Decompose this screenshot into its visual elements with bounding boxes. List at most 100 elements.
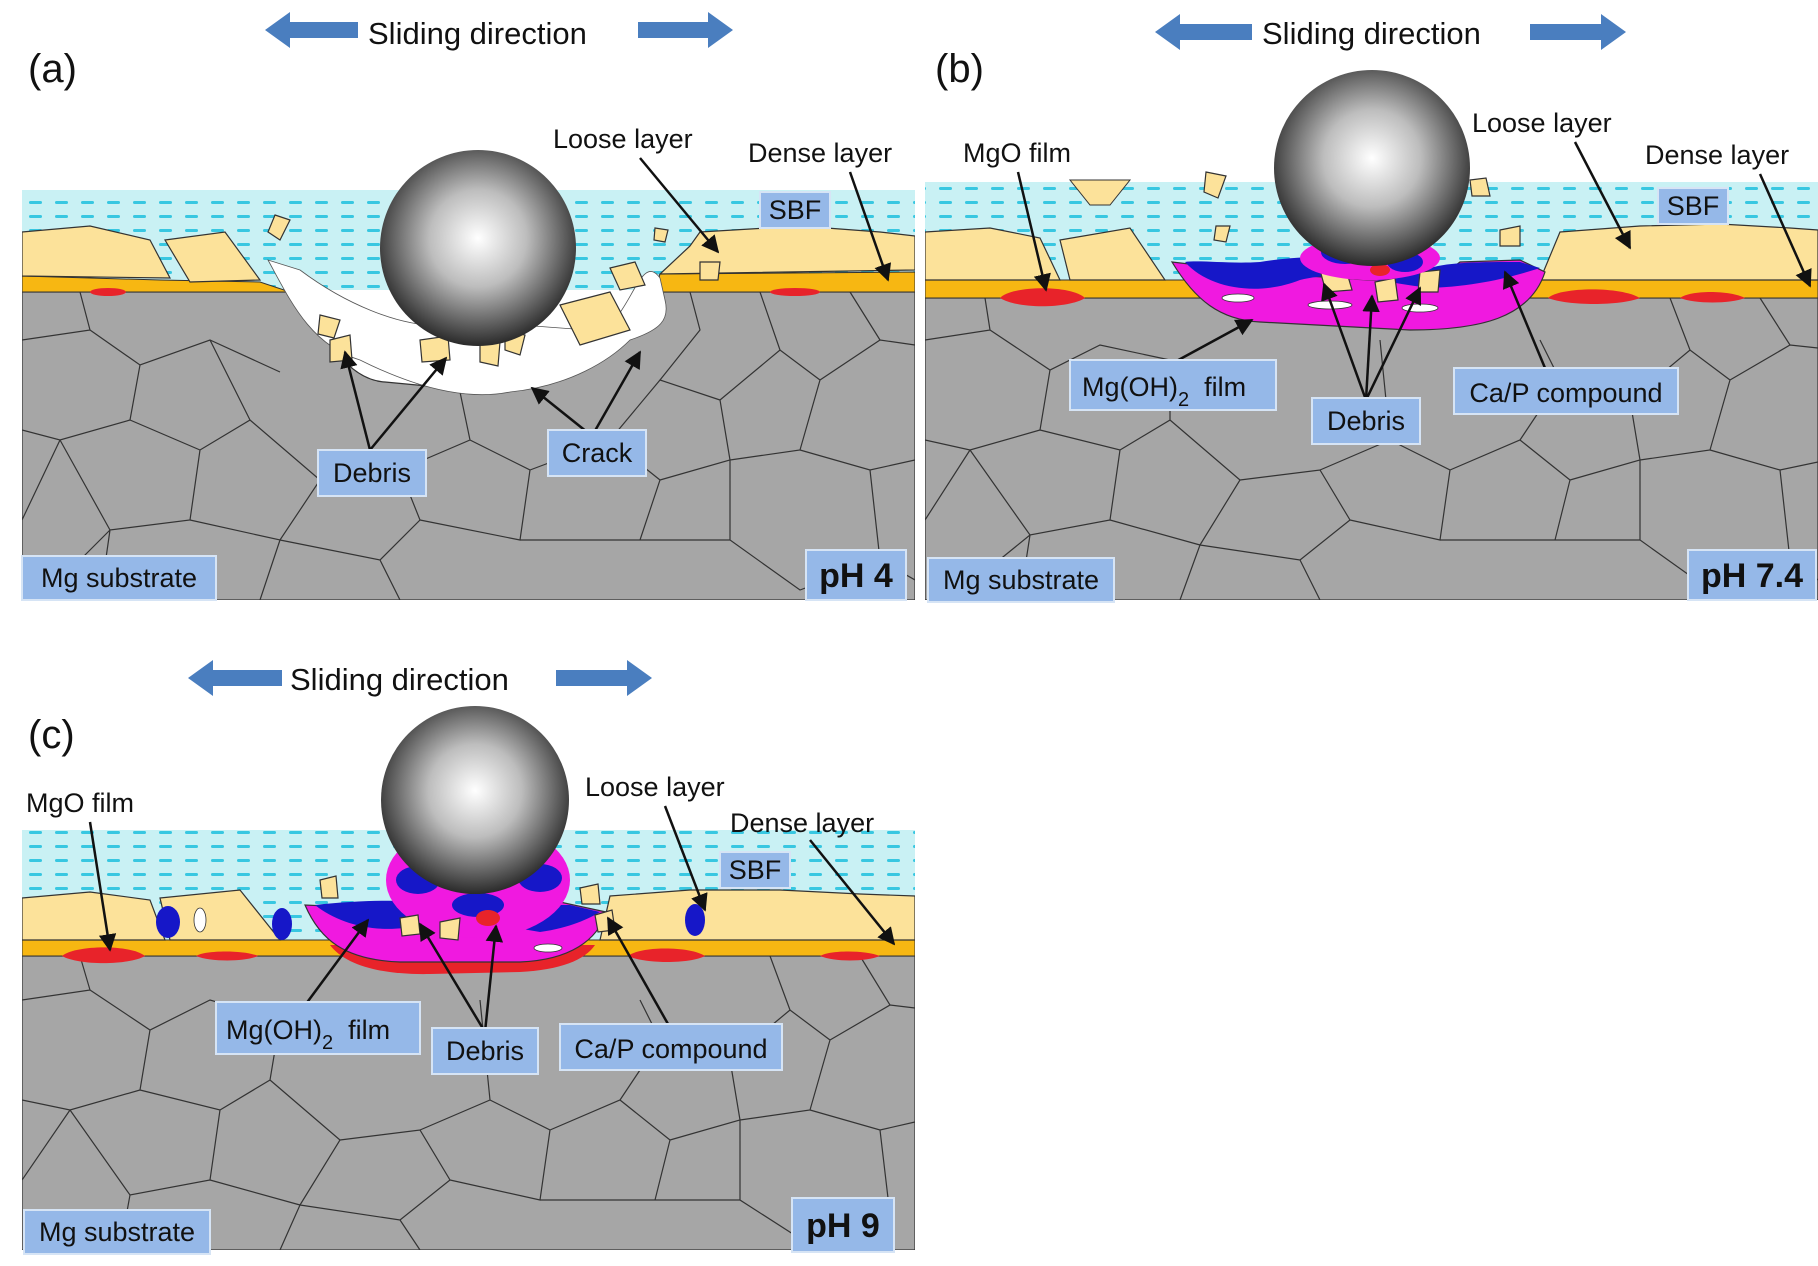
loose-layer-label: Loose layer bbox=[585, 772, 725, 802]
ph-label: pH 9 bbox=[791, 1197, 895, 1253]
dense-layer-label: Dense layer bbox=[1645, 140, 1789, 170]
svg-text:Ca/P compound: Ca/P compound bbox=[1469, 378, 1662, 408]
svg-text:Debris: Debris bbox=[1327, 406, 1405, 436]
mgo-film bbox=[820, 951, 880, 961]
ca-p-compound bbox=[272, 908, 292, 940]
dense-layer bbox=[22, 275, 291, 293]
debris-label: Debris bbox=[317, 449, 427, 497]
pointer-arrow-icon bbox=[663, 805, 708, 912]
mgo-spot bbox=[476, 910, 500, 926]
mgo-film bbox=[628, 948, 705, 962]
loose-layer bbox=[599, 889, 915, 941]
mgo-film bbox=[62, 947, 145, 964]
svg-text:SBF: SBF bbox=[769, 195, 822, 225]
svg-text:Mg(OH)2 film: Mg(OH)2 film bbox=[1082, 372, 1246, 411]
ca-p-compound bbox=[156, 906, 180, 938]
sbf-label: SBF bbox=[719, 851, 791, 889]
dense-layer-label: Dense layer bbox=[730, 808, 874, 838]
pointer-arrow-icon bbox=[809, 839, 896, 946]
mgo-film-label: MgO film bbox=[963, 138, 1071, 168]
mgo-film bbox=[1000, 288, 1085, 307]
loose-layer bbox=[1539, 223, 1818, 281]
sbf-label: SBF bbox=[1657, 187, 1729, 225]
mgo-film bbox=[196, 951, 258, 961]
right-arrow-icon bbox=[638, 12, 733, 48]
loose-layer bbox=[925, 227, 1061, 281]
mg-substrate-label: Mg substrate bbox=[21, 555, 217, 601]
steel-ball-icon bbox=[381, 706, 569, 894]
debris-label: Debris bbox=[1311, 397, 1421, 445]
panel-a-letter: (a) bbox=[28, 47, 77, 91]
debris-particles bbox=[267, 214, 721, 367]
panel-a: (a) Sliding direction bbox=[21, 12, 915, 601]
pointer-arrow-icon bbox=[1758, 173, 1812, 288]
ph-label: pH 4 bbox=[805, 549, 907, 601]
mgo-spot bbox=[770, 288, 820, 296]
pointer-arrow-icon bbox=[1362, 294, 1380, 401]
loose-layer-label: Loose layer bbox=[553, 124, 693, 154]
loose-layer bbox=[164, 231, 262, 283]
grain-boundaries bbox=[925, 297, 1818, 600]
svg-text:Debris: Debris bbox=[333, 458, 411, 488]
pointer-arrow-icon bbox=[639, 157, 720, 254]
steel-ball-icon bbox=[380, 150, 576, 346]
loose-layer bbox=[1059, 227, 1167, 281]
loose-layer bbox=[22, 225, 172, 279]
loose-layer bbox=[1068, 179, 1132, 206]
svg-text:pH 4: pH 4 bbox=[819, 557, 893, 595]
right-arrow-icon bbox=[556, 660, 652, 696]
sliding-direction-label: Sliding direction bbox=[290, 662, 509, 697]
pointer-arrow-icon bbox=[483, 924, 504, 1033]
panel-c-sliding-direction: Sliding direction bbox=[188, 660, 652, 697]
right-arrow-icon bbox=[1530, 14, 1626, 50]
pointer-arrow-icon bbox=[1364, 286, 1422, 401]
pointer-arrow-icon bbox=[1016, 171, 1051, 292]
pointer-arrow-icon bbox=[340, 350, 372, 451]
pointer-arrow-icon bbox=[1321, 282, 1368, 401]
svg-text:SBF: SBF bbox=[1667, 191, 1720, 221]
mgo-film bbox=[1548, 289, 1640, 304]
mgo-film bbox=[1680, 292, 1745, 303]
grain-boundaries bbox=[22, 291, 915, 600]
sbf-label: SBF bbox=[759, 191, 831, 229]
sliding-direction-label: Sliding direction bbox=[1262, 16, 1481, 51]
left-arrow-icon bbox=[265, 12, 358, 48]
loose-layer-label: Loose layer bbox=[1472, 108, 1612, 138]
pointer-arrow-icon bbox=[590, 350, 642, 437]
ca-p-compound bbox=[685, 904, 705, 936]
svg-text:SBF: SBF bbox=[729, 855, 782, 885]
panel-c-letter: (c) bbox=[28, 713, 75, 757]
svg-text:Mg substrate: Mg substrate bbox=[943, 565, 1099, 595]
ph-label: pH 7.4 bbox=[1687, 549, 1817, 601]
ca-p-compound-label: Ca/P compound bbox=[559, 1023, 783, 1071]
panel-b: (b) Sliding direction bbox=[925, 14, 1818, 603]
mg-substrate bbox=[925, 297, 1818, 600]
panel-b-sliding-direction: Sliding direction bbox=[1155, 14, 1626, 51]
pointer-arrow-icon bbox=[530, 386, 593, 437]
dense-layer-label: Dense layer bbox=[748, 138, 892, 168]
panel-a-sliding-direction: Sliding direction bbox=[265, 12, 733, 51]
pointer-arrow-icon bbox=[298, 918, 370, 1013]
pointer-arrow-icon bbox=[1573, 141, 1632, 250]
panel-c: (c) Sliding direction bbox=[22, 660, 915, 1255]
loose-layer bbox=[22, 891, 166, 941]
sliding-direction-label: Sliding direction bbox=[368, 16, 587, 51]
crack-label: Crack bbox=[547, 429, 647, 477]
steel-ball-icon bbox=[1274, 70, 1470, 266]
svg-text:pH 7.4: pH 7.4 bbox=[1701, 557, 1803, 595]
svg-text:Crack: Crack bbox=[562, 438, 633, 468]
pointer-arrow-icon bbox=[606, 916, 670, 1025]
pointer-arrow-icon bbox=[1502, 270, 1547, 369]
svg-text:Mg substrate: Mg substrate bbox=[41, 563, 197, 593]
pointer-arrow-icon bbox=[418, 922, 487, 1033]
svg-text:Mg substrate: Mg substrate bbox=[39, 1217, 195, 1247]
left-arrow-icon bbox=[1155, 14, 1252, 50]
pointer-arrow-icon bbox=[88, 821, 117, 952]
svg-text:Mg(OH)2 film: Mg(OH)2 film bbox=[226, 1015, 390, 1054]
svg-text:Debris: Debris bbox=[446, 1036, 524, 1066]
mg-substrate-label: Mg substrate bbox=[23, 1209, 211, 1255]
ca-p-compound-label: Ca/P compound bbox=[1453, 367, 1679, 415]
mgo-spot bbox=[1370, 264, 1390, 276]
mg-oh2-film-label: Mg(OH)2 film bbox=[215, 1001, 421, 1055]
